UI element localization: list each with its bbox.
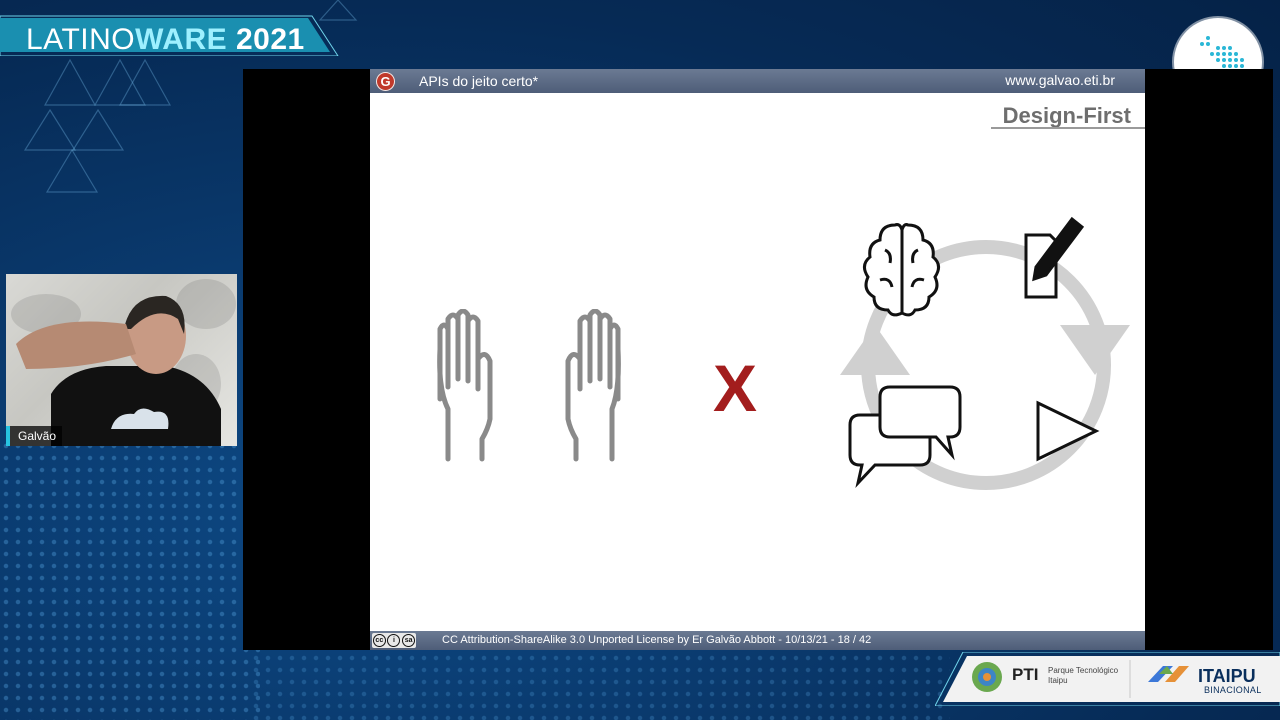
brain-icon bbox=[863, 223, 940, 317]
speaker-name-label: Galvão bbox=[6, 426, 63, 446]
slide-header: G APIs do jeito certo* www.galvao.eti.br bbox=[370, 69, 1145, 93]
itaipu-name: ITAIPU bbox=[1198, 666, 1256, 686]
itaipu-subtitle: BINACIONAL bbox=[1204, 685, 1262, 695]
event-title-year: 2021 bbox=[227, 23, 305, 56]
section-underline bbox=[991, 127, 1145, 129]
itaipu-logo-icon bbox=[1148, 666, 1189, 682]
sponsor-bar bbox=[935, 652, 1280, 706]
versus-mark: X bbox=[713, 351, 758, 425]
pti-subtitle: Parque Tecnológico Itaipu bbox=[1048, 666, 1119, 685]
presentation-slide: G APIs do jeito certo* www.galvao.eti.br… bbox=[370, 69, 1145, 650]
raised-hands-icon bbox=[437, 309, 621, 462]
slide-footer: cc i sa CC Attribution-ShareAlike 3.0 Un… bbox=[370, 631, 1145, 650]
creative-commons-icon: cc i sa bbox=[372, 633, 416, 648]
sponsor-bar-background bbox=[935, 652, 1280, 706]
event-title: LATINOWARE 2021 bbox=[26, 24, 305, 56]
attribution-icon: i bbox=[387, 634, 401, 647]
design-first-cycle-diagram bbox=[840, 216, 1130, 490]
banner-background bbox=[0, 15, 339, 56]
cc-icon: cc bbox=[372, 634, 386, 647]
pti-name: PTI bbox=[1012, 665, 1039, 684]
chat-bubbles-icon bbox=[848, 385, 962, 488]
event-title-ware: WARE bbox=[135, 23, 228, 56]
background-dot-pattern bbox=[0, 440, 260, 720]
speaker-video-frame bbox=[11, 279, 236, 446]
play-icon bbox=[1036, 400, 1100, 462]
event-title-latino: LATINO bbox=[26, 23, 136, 56]
slide-footer-text: CC Attribution-ShareAlike 3.0 Unported L… bbox=[442, 634, 872, 646]
background-dot-pattern-bottom bbox=[250, 640, 950, 720]
document-pencil-icon bbox=[1024, 216, 1085, 299]
cycle-arrows bbox=[840, 240, 1130, 490]
slide-header-url: www.galvao.eti.br bbox=[1005, 72, 1115, 88]
slide-section-title: Design-First bbox=[1002, 103, 1131, 128]
speaker-webcam bbox=[6, 274, 237, 446]
triangle-decoration bbox=[23, 0, 358, 193]
slide-header-title: APIs do jeito certo* bbox=[419, 73, 539, 89]
g-logo-icon: G bbox=[376, 72, 395, 91]
event-banner: LATINOWARE 2021 bbox=[0, 10, 339, 56]
pti-logo-icon bbox=[972, 662, 1002, 692]
share-alike-icon: sa bbox=[402, 634, 416, 647]
